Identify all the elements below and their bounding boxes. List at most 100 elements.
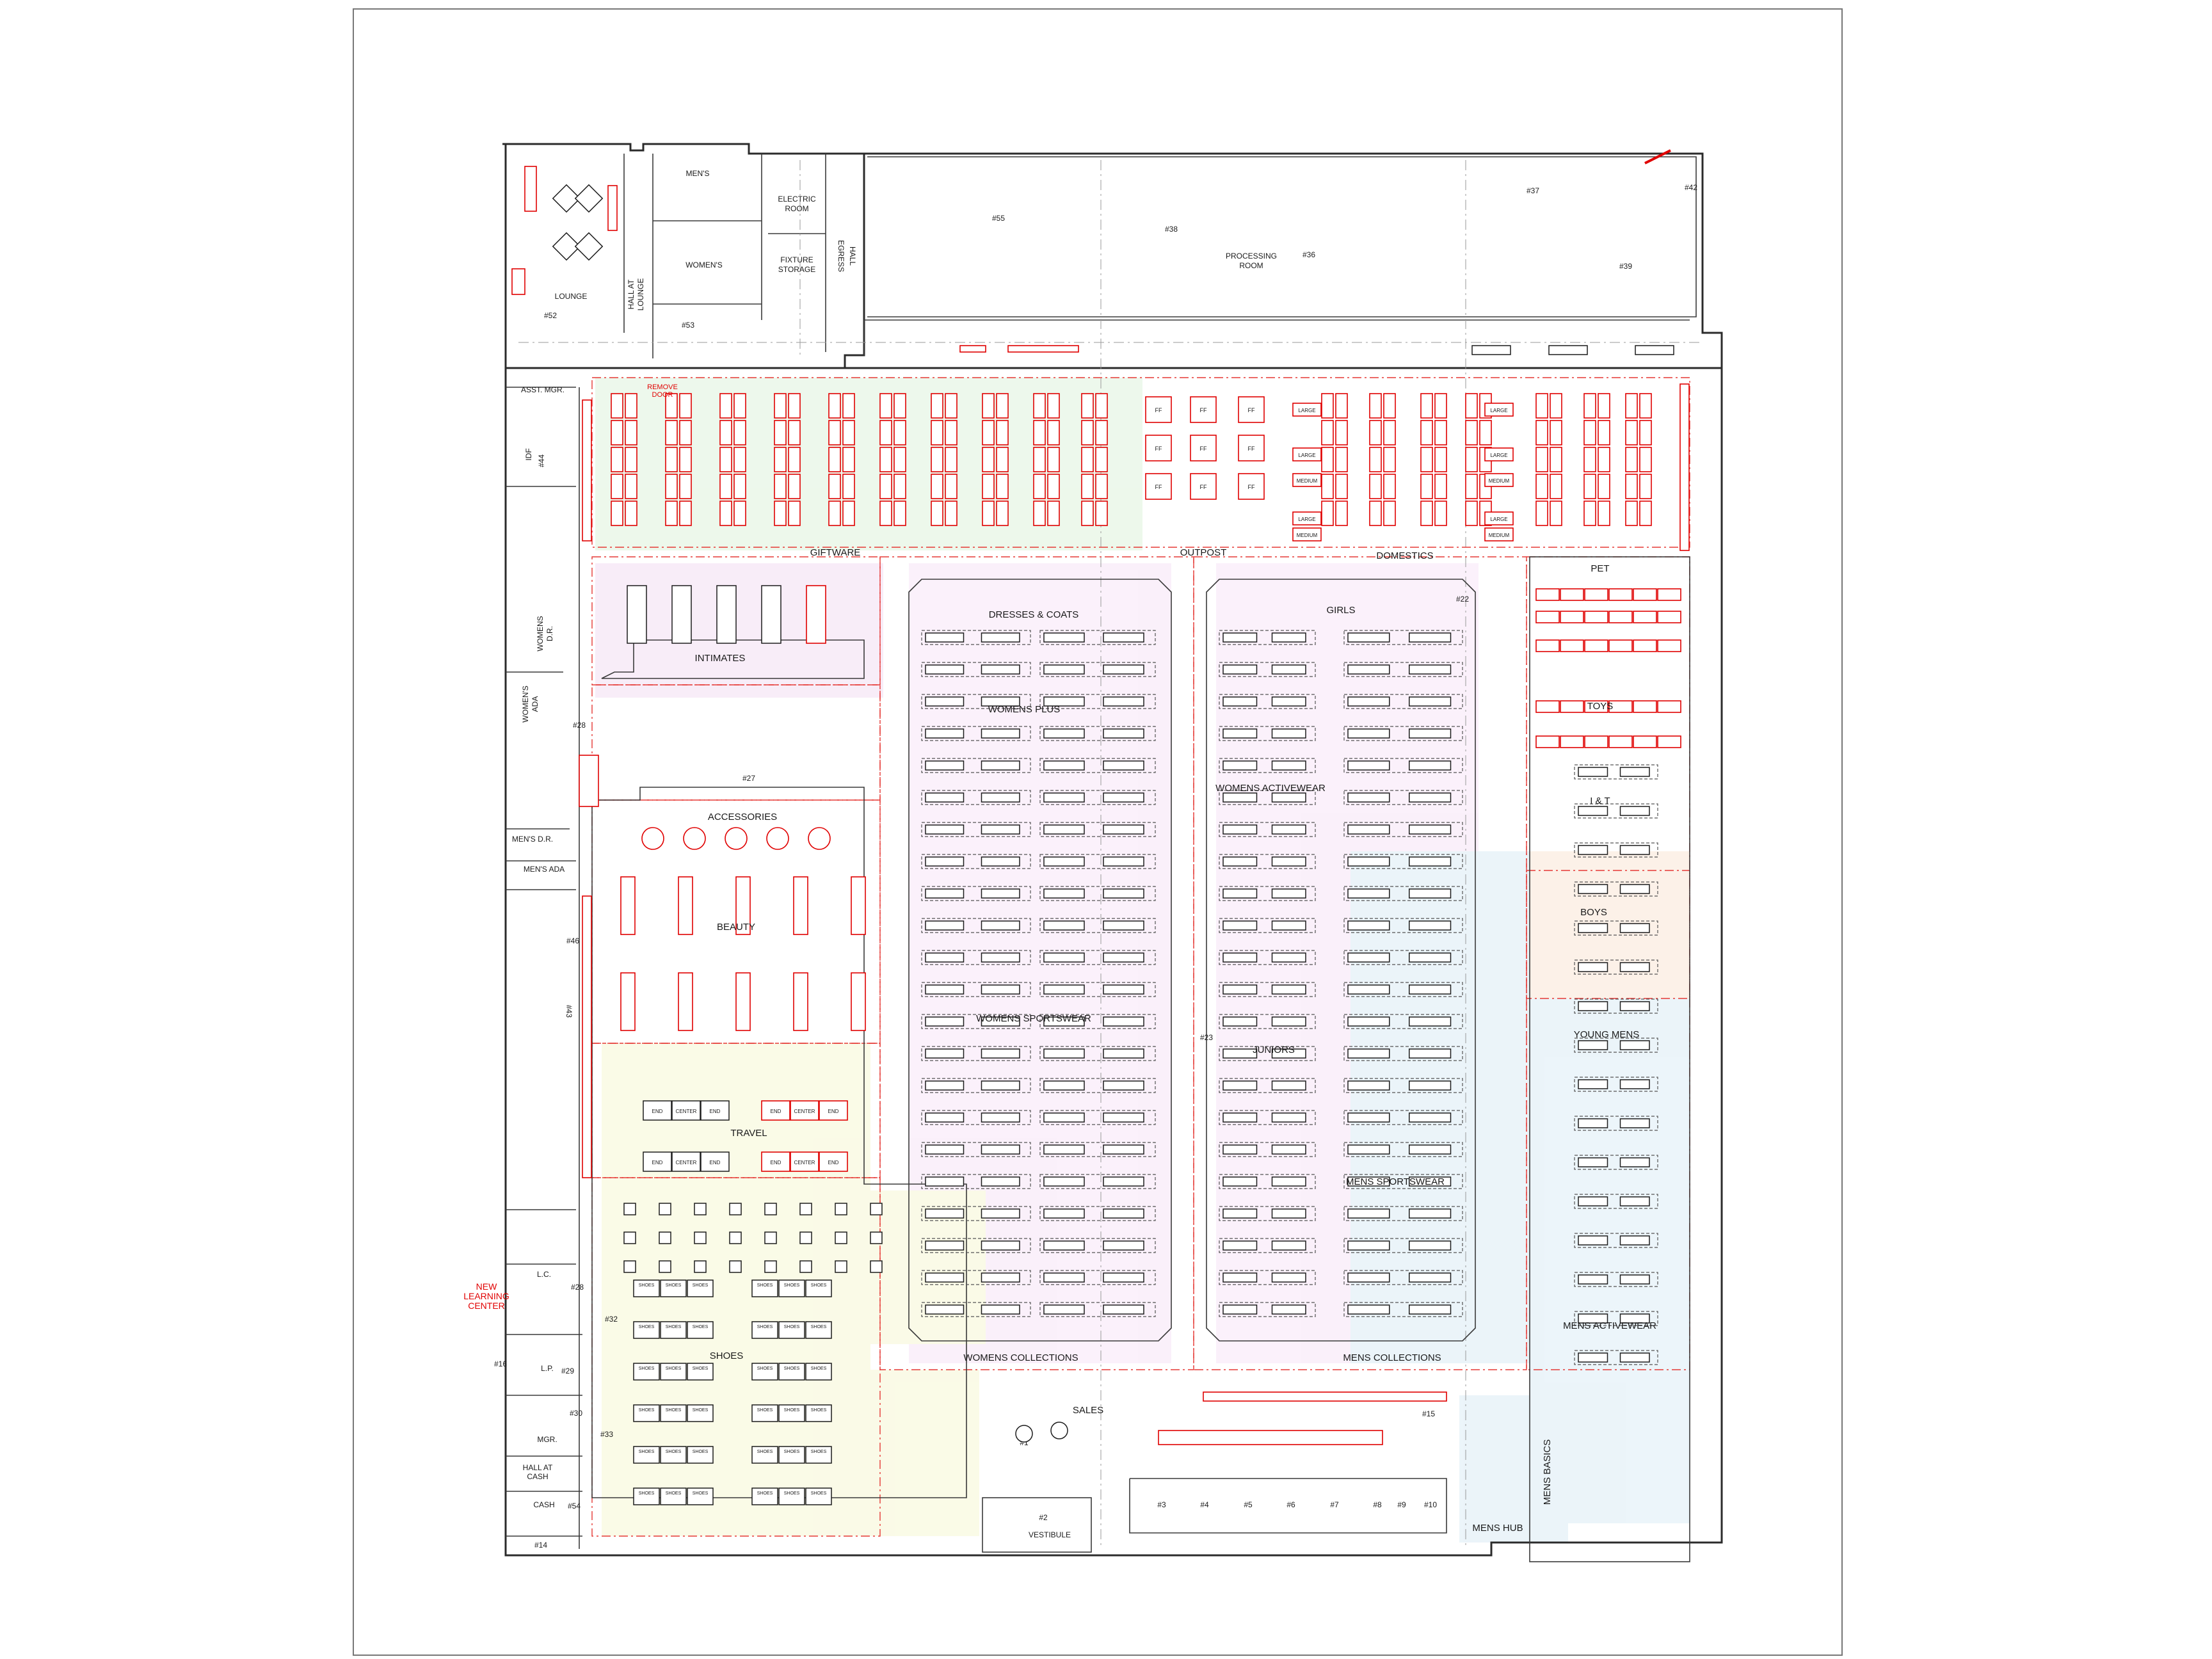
svg-text:FF: FF [1200,445,1207,452]
mens-rack-right-20 [1343,1270,1463,1285]
svg-text:SHOES: SHOES [666,1491,682,1496]
womens-rack-left-5 [921,790,1031,805]
svg-text:SHOES: SHOES [693,1325,709,1329]
room-number-28a: #28 [573,721,586,730]
young-mens-label: YOUNG MENS [1574,1029,1640,1040]
mens-rack-right-16 [1343,1142,1463,1157]
room-number-10: #10 [1424,1500,1437,1509]
womens-rack-right-16 [1039,1142,1156,1157]
womens-rack-left-13 [921,1046,1031,1061]
mens-rack-left-11 [1219,982,1316,997]
room-number-15: #15 [1422,1409,1435,1418]
toys-label: TOYS [1587,701,1614,712]
room-number-4: #4 [1200,1500,1209,1509]
svg-text:SHOES: SHOES [639,1491,655,1496]
svg-text:SHOES: SHOES [666,1283,682,1288]
mens-rack-right-0 [1343,630,1463,645]
svg-text:SHOES: SHOES [693,1408,709,1413]
svg-text:MEDIUM: MEDIUM [1297,533,1318,538]
womens-rack-right-18 [1039,1206,1156,1221]
svg-text:SHOES: SHOES [757,1283,773,1288]
column-grid [518,160,1703,1549]
beauty-gondola-0-1 [678,876,693,935]
right-rack-11 [1574,1194,1658,1209]
womens-rack-left-0 [921,630,1031,645]
fixture-bay-9 [1033,393,1060,526]
beauty-gondola-1-2 [735,972,751,1031]
womens-rack-left-11 [921,982,1031,997]
womens-rack-left-2 [921,694,1031,709]
beauty-gondola-0-0 [620,876,636,935]
mens-rack-left-17 [1219,1174,1316,1189]
right-rack-13 [1574,1272,1658,1287]
mens-rack-right-2 [1343,694,1463,709]
room-number-38: #38 [1165,225,1178,234]
accessories-rounder-2 [725,827,748,850]
mens-rack-left-19 [1219,1238,1316,1253]
womens-rack-right-10 [1039,950,1156,965]
mgr-label: MGR. [537,1435,557,1444]
remove-door-label: REMOVE [647,383,678,391]
right-rack-0 [1574,764,1658,780]
asst-mgr-label: ASST. MGR. [521,385,565,394]
toys-gondola-4 [1535,735,1681,748]
womens-rack-right-15 [1039,1110,1156,1125]
beauty-gondola-0-3 [793,876,808,935]
svg-text:CENTER: CENTER [676,1160,697,1166]
mens-restroom-label: MEN'S [686,169,710,178]
womens-rack-right-3 [1039,726,1156,741]
mens-rack-right-15 [1343,1110,1463,1125]
svg-text:SHOES: SHOES [757,1408,773,1413]
svg-text:SHOES: SHOES [757,1366,773,1371]
fixture-bay-4 [774,393,801,526]
svg-text:SHOES: SHOES [693,1450,709,1454]
mens-rack-left-16 [1219,1142,1316,1157]
mens-rack-left-6 [1219,822,1316,837]
room-number-16: #16 [494,1359,507,1368]
intimates-fixture-4 [806,585,826,644]
svg-text:FF: FF [1248,407,1255,413]
womens-rack-left-7 [921,854,1031,869]
fixture-bay-8 [982,393,1009,526]
room-number-30: #30 [570,1409,582,1418]
womens-dr-label-2: D.R. [545,626,554,641]
mens-rack-left-21 [1219,1302,1316,1317]
womens-rack-left-19 [921,1238,1031,1253]
perimeter-wall-fixtures [579,383,1690,1178]
womens-rack-left-9 [921,918,1031,933]
shoe-cube-1-5 [799,1231,812,1244]
womens-collections-label: WOMENS COLLECTIONS [963,1352,1078,1363]
department-labels: GIFTWARE OUTPOST DOMESTICS PET INTIMATES… [695,547,1657,1534]
svg-text:MEDIUM: MEDIUM [1489,533,1510,538]
mens-rack-right-5 [1343,790,1463,805]
mens-rack-left-12 [1219,1014,1316,1029]
lounge-furniture [511,166,618,295]
shoe-cube-2-5 [799,1260,812,1273]
mens-ada-label: MEN'S ADA [524,865,565,874]
womens-rack-left-10 [921,950,1031,965]
womens-rack-left-14 [921,1078,1031,1093]
fixture-bay-6 [879,393,906,526]
womens-rack-right-7 [1039,854,1156,869]
shoe-cube-0-4 [764,1203,777,1215]
room-number-37: #37 [1527,186,1539,195]
accessories-rounder-3 [766,827,789,850]
fixture-bay-13 [1420,393,1447,526]
right-rack-14 [1574,1311,1658,1326]
mens-rack-right-14 [1343,1078,1463,1093]
womens-rack-right-17 [1039,1174,1156,1189]
room-number-54: #54 [568,1502,581,1511]
womens-activewear-label: WOMENS ACTIVEWEAR [1215,783,1326,794]
svg-text:CENTER: CENTER [676,1109,697,1114]
mens-basics-label: MENS BASICS [1542,1439,1553,1505]
remove-door-label-2: DOOR [652,391,673,399]
accessories-label: ACCESSORIES [708,812,777,822]
womens-rack-right-4 [1039,758,1156,773]
mens-activewear-label: MENS ACTIVEWEAR [1563,1320,1656,1331]
svg-text:SHOES: SHOES [757,1325,773,1329]
svg-text:END: END [710,1109,721,1114]
shoe-cube-0-5 [799,1203,812,1215]
shoe-cube-0-3 [729,1203,742,1215]
room-number-29: #29 [561,1366,574,1375]
